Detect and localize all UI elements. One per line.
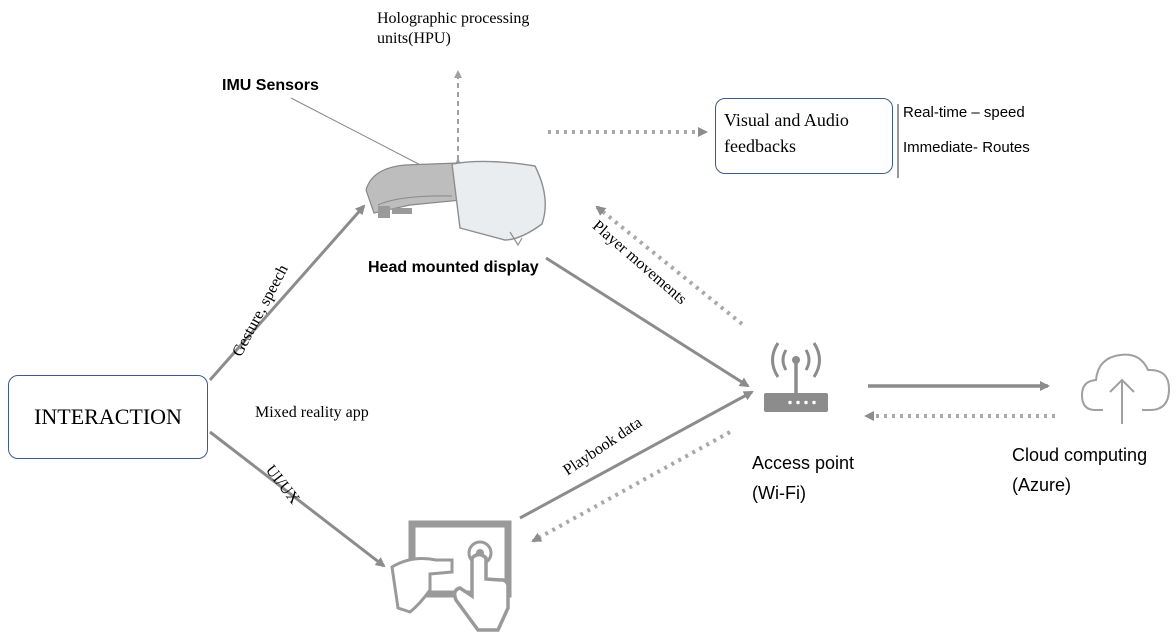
feedback-box: Visual and Audio feedbacks (715, 98, 893, 174)
router-icon (764, 342, 828, 412)
gesture-speech-arrow (208, 204, 366, 381)
playbook-data-return-arrow (531, 430, 731, 543)
access-point-label: Access point (Wi-Fi) (752, 448, 854, 508)
cloud-computing-line-1: Cloud computing (1012, 445, 1148, 465)
imu-sensors-label: IMU Sensors (222, 77, 319, 94)
hpu-label: Holographic processing units(HPU) (377, 9, 529, 49)
interaction-label: INTERACTION (34, 404, 182, 429)
hpu-label-line-1: Holographic processing (377, 10, 530, 27)
player-movements-return-arrow (595, 205, 744, 326)
hpu-label-line-2: units(HPU) (377, 30, 451, 47)
head-mounted-display-label: Head mounted display (368, 259, 539, 276)
player-movements-arrow (545, 256, 750, 388)
tablet-touch-icon (390, 520, 512, 632)
cloud-computing-label: Cloud computing (Azure) (1012, 440, 1147, 500)
feedback-line-1: Visual and Audio (724, 110, 849, 130)
feedback-line-2: feedbacks (724, 136, 796, 156)
access-point-line-2: (Wi-Fi) (752, 483, 806, 503)
headset-icon (365, 160, 546, 247)
cloud-upload-icon (1080, 353, 1171, 424)
ui-ux-arrow (209, 430, 386, 568)
interaction-box: INTERACTION (8, 375, 208, 459)
realtime-speed-label: Real-time – speed (903, 104, 1025, 121)
access-point-line-1: Access point (752, 453, 855, 473)
playbook-data-arrow (519, 390, 754, 520)
immediate-routes-label: Immediate- Routes (903, 139, 1030, 156)
mixed-reality-app-label: Mixed reality app (255, 404, 369, 421)
imu-pointer-line (290, 97, 435, 173)
cloud-computing-line-2: (Azure) (1012, 475, 1072, 495)
